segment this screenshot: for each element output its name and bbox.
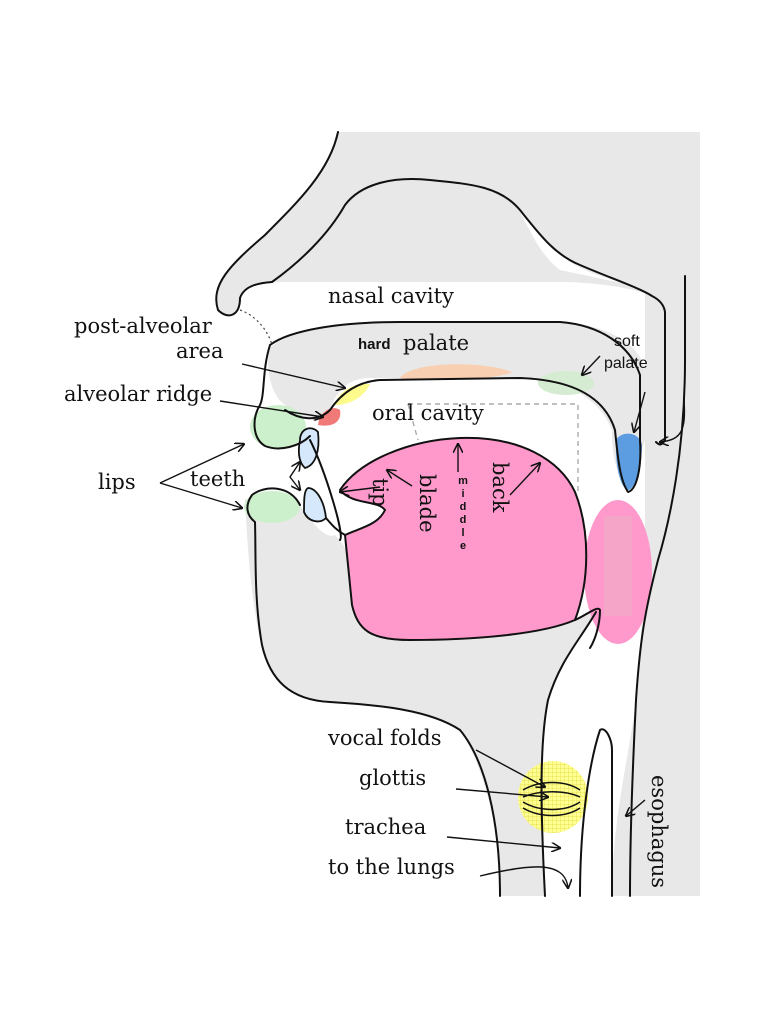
hard-palate-label-1: hard [358, 336, 391, 353]
vocal-folds-lines [522, 781, 581, 817]
lips-label: lips [98, 470, 136, 494]
glottis-label: glottis [359, 766, 426, 790]
jaw-inner-outline [309, 439, 346, 541]
epiglottis-outline [574, 607, 601, 649]
nose-dotted-line [239, 309, 273, 346]
back-arrow [509, 463, 540, 496]
nose-tissue [216, 132, 652, 316]
post-alveolar-highlight [335, 383, 370, 405]
tip-arrow [340, 487, 381, 492]
hard-palate-label-2: palate [403, 331, 469, 355]
nasal-return-arrow [660, 399, 686, 442]
lower-lip-outline [246, 487, 501, 897]
soft-palate-arrow-2 [634, 391, 646, 432]
teeth-label: teeth [190, 467, 245, 491]
trachea-label: trachea [345, 815, 426, 839]
head-tissue [334, 132, 700, 896]
vocal-folds-arrow [475, 749, 545, 787]
oral-cavity-box [407, 403, 579, 492]
back-label: back [488, 462, 512, 513]
pharynx-front-outline [540, 611, 597, 897]
oral-cavity-label: oral cavity [372, 401, 484, 425]
velar-highlight [538, 371, 594, 395]
post-alveolar-arrow [241, 363, 345, 388]
to-the-lungs-label: to the lungs [328, 855, 455, 879]
middle-letter: d [460, 514, 467, 526]
nasal-cavity-label: nasal cavity [328, 284, 454, 308]
upper-lip-outline [253, 344, 311, 450]
nasal-outline [215, 131, 339, 317]
tongue [338, 436, 588, 642]
vocal-folds-label: vocal folds [327, 726, 442, 750]
lower-teeth [303, 487, 327, 523]
palate-tissue [268, 322, 645, 492]
soft-palate-arrow [582, 355, 601, 375]
esophagus-arrow [626, 799, 646, 816]
palate-outline [269, 321, 641, 441]
esophagus-front-outline [579, 728, 613, 897]
alveolar-ridge-label: alveolar ridge [64, 382, 212, 406]
pharynx-wall [612, 288, 650, 896]
teeth-arrows [289, 462, 300, 490]
blade-arrow [387, 470, 413, 487]
middle-letter: m [458, 475, 468, 487]
pharynx-inner [604, 516, 632, 616]
upper-teeth [297, 427, 320, 469]
middle-letter: d [460, 501, 467, 513]
alveolar-ridge-highlight [318, 408, 341, 426]
glottis-grid [518, 761, 588, 833]
soft-palate-label-1: soft [614, 333, 640, 350]
upper-lip-highlight [250, 405, 306, 449]
middle-letter: l [461, 527, 464, 539]
soft-palate-highlight [615, 433, 642, 490]
blade-label: blade [415, 474, 439, 533]
middle-letter: i [461, 488, 464, 500]
lips-arrow-upper [159, 444, 244, 484]
tip-label: tip [368, 478, 392, 507]
palate-lower-outline [284, 377, 642, 493]
alveolar-ridge-arrow [219, 400, 323, 417]
post-alveolar-area-label: area [176, 339, 224, 363]
trachea-arrow [446, 836, 560, 848]
glottis-arrow [455, 788, 548, 797]
lower-lip-highlight [244, 491, 300, 523]
lips-arrow-lower [159, 482, 242, 508]
jaw-tissue [245, 492, 596, 896]
post-alveolar-label: post-alveolar [74, 314, 213, 338]
lungs-arrow [479, 866, 568, 888]
nasal-upper-outline [271, 178, 666, 446]
soft-palate-label-2: palate [604, 355, 648, 372]
middle-letter: e [460, 540, 466, 552]
hard-palate-highlight [400, 364, 512, 380]
esophagus-label: esophagus [647, 775, 671, 888]
